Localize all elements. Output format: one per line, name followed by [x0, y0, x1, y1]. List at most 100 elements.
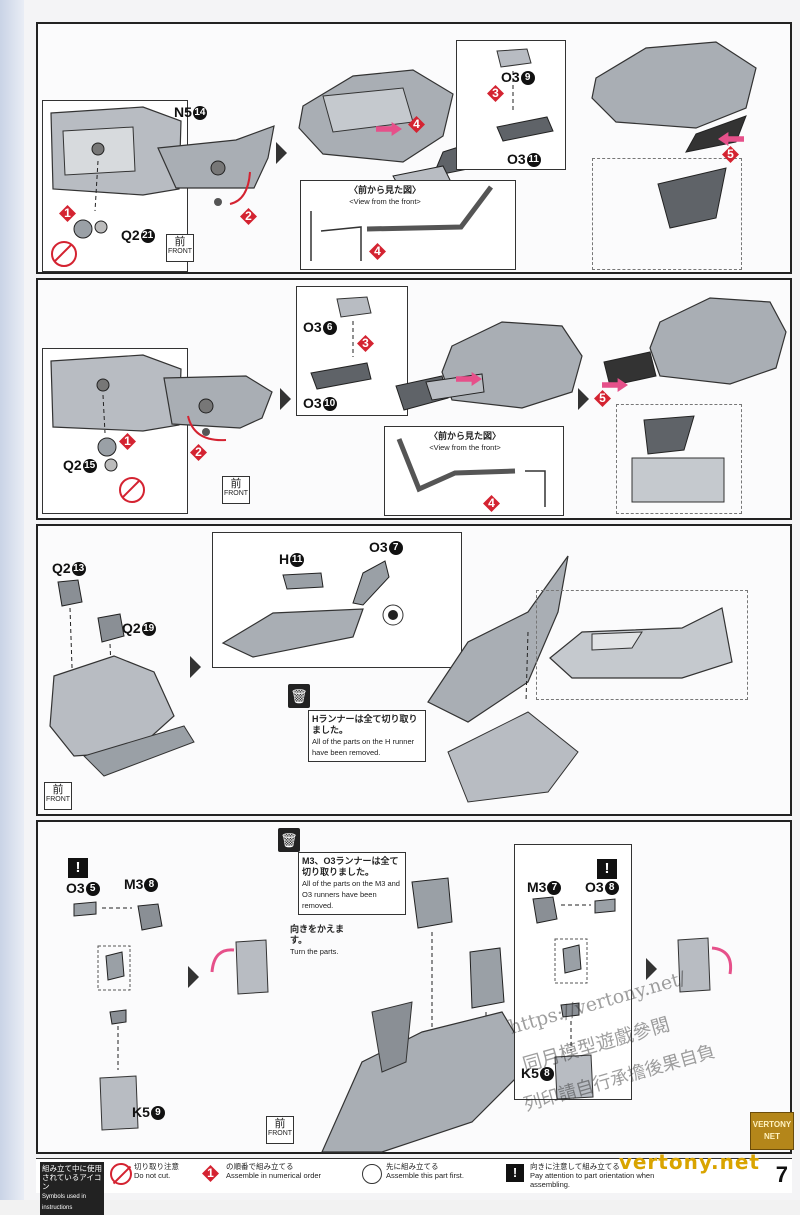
step-marker-4b: 4: [369, 243, 386, 260]
flow-arrow-2: [280, 388, 291, 410]
flow-arrow-6: [646, 958, 657, 980]
view-label: 〈前から見た図〉<View from the front>: [349, 185, 422, 206]
runner-note-text-2: M3、O3ランナーは全て切り取りました。All of the parts on …: [298, 852, 406, 915]
result-detail-box: [592, 158, 742, 270]
q2-assembly-drawing: [50, 106, 182, 239]
vertony-badge: VERTONY NET: [750, 1112, 794, 1150]
legend-orientation-icon: !: [506, 1164, 524, 1182]
left-arm-parts-drawing: [73, 901, 163, 1131]
step-marker-4: 4: [408, 116, 425, 133]
step-marker-1b: 1: [119, 433, 136, 450]
flow-arrow-5: [188, 966, 199, 988]
view-label-2: 〈前から見た図〉<View from the front>: [429, 431, 502, 452]
step-marker-5b: 5: [594, 390, 611, 407]
result-detail-drawing-2: [631, 415, 725, 503]
result-hull-drawing: [591, 41, 757, 229]
step-marker-3: 3: [487, 85, 504, 102]
flow-arrow-3: [578, 388, 589, 410]
o3-parts-drawing-2: [310, 296, 372, 390]
main-hull-drawing-2: [395, 321, 583, 411]
fighter-body-drawing: [427, 555, 579, 803]
turn-parts-note: 向きをかえます。Turn the parts.: [290, 924, 345, 956]
left-arm-result-drawing: [210, 939, 269, 995]
legend-order-icon: 1: [202, 1165, 219, 1182]
watermark-site: vertony.net: [618, 1150, 760, 1174]
view-from-front-box: 〈前から見た図〉<View from the front> 4: [300, 180, 516, 270]
step-marker-2: 2: [240, 208, 257, 225]
right-arm-result-drawing: [677, 937, 733, 993]
result-hull-drawing-2: [603, 297, 787, 387]
right-arm-parts-drawing: [532, 896, 616, 1100]
cockpit-drawing: [221, 560, 404, 658]
step-marker-3b: 3: [357, 335, 374, 352]
fighter-side-drawing: [549, 607, 733, 679]
runner-note-text: Hランナーは全て切り取りました。All of the parts on the …: [308, 710, 426, 762]
orientation-warning-icon: !: [68, 858, 88, 878]
trash-icon-2: 🗑: [278, 828, 300, 852]
o3-parts-drawing: [496, 48, 554, 142]
runner-removed-note-h: 🗑 Hランナーは全て切り取りました。All of the parts on th…: [288, 684, 426, 764]
legend-first-icon: [362, 1164, 382, 1184]
step-marker-4c: 4: [483, 495, 500, 512]
trash-icon: 🗑: [288, 684, 310, 708]
view-from-front-box-2: 〈前から見た図〉<View from the front> 4: [384, 426, 564, 516]
flow-arrow-4: [190, 656, 201, 678]
front-view-drawing: [310, 185, 493, 261]
page-number: 7: [775, 1162, 788, 1187]
flow-arrow: [276, 142, 287, 164]
legend-do-not-cut-icon: [110, 1163, 132, 1185]
front-view-drawing-2: [396, 438, 546, 507]
do-not-cut-icon-2: [119, 477, 145, 503]
fighter-arm-assembly-drawing: [321, 877, 533, 1153]
step-marker-2b: 2: [190, 444, 207, 461]
do-not-cut-icon: [51, 241, 77, 267]
binding-spine: [0, 0, 24, 1200]
step-marker-5: 5: [722, 146, 739, 163]
step-marker-1: 1: [59, 205, 76, 222]
result-detail-box-3: [536, 590, 748, 700]
fighter-assembly-drawing: [49, 579, 195, 777]
n5-part-drawing-2: [163, 375, 273, 442]
runner-removed-note-m3-o3: 🗑 M3、O3ランナーは全て切り取りました。All of the parts o…: [274, 828, 406, 915]
n5-part-drawing: [157, 125, 275, 206]
orientation-warning-icon-2: !: [597, 859, 617, 879]
